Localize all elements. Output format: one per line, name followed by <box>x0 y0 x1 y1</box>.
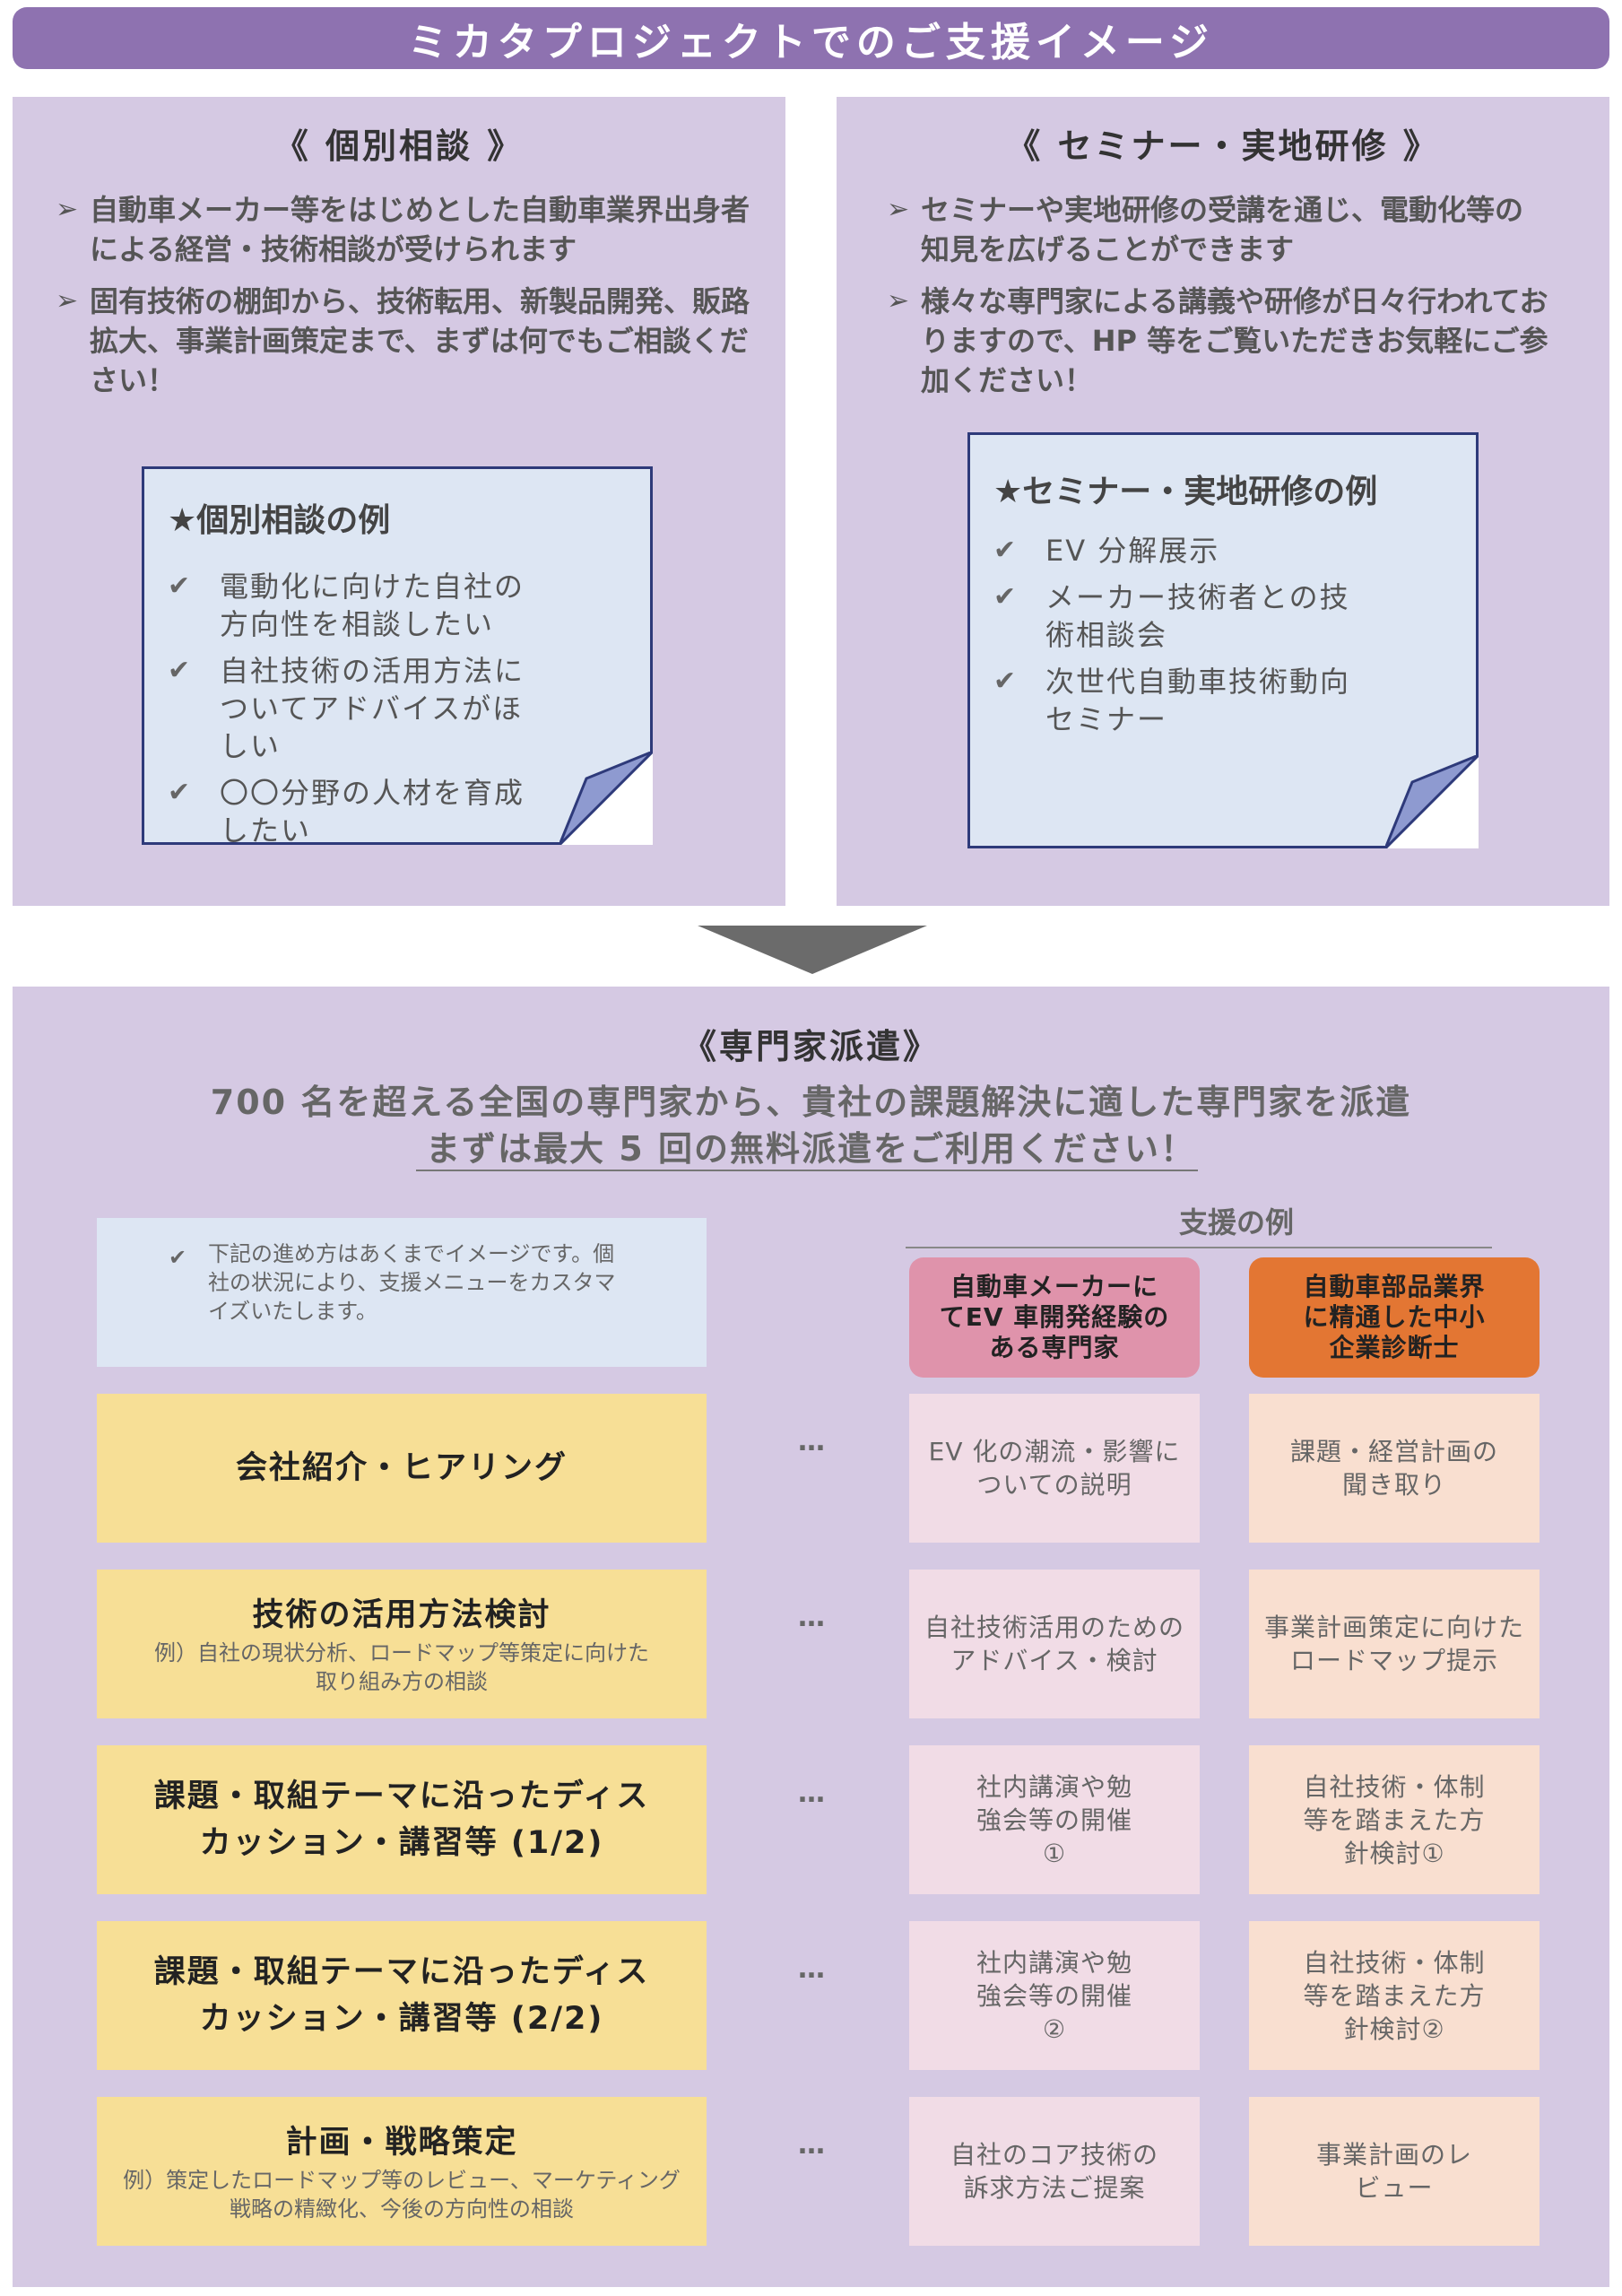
support-examples-divider <box>906 1247 1492 1248</box>
check-icon: ✔ <box>168 570 193 602</box>
connector-dots: … <box>798 1426 827 1457</box>
consult-heading: 《 個別相談 》 <box>273 126 525 166</box>
list-item: ✔次世代自動車技術動向セミナー <box>993 665 1351 736</box>
step-subtitle: 例）策定したロードマップ等のレビュー、マーケティング戦略の精緻化、今後の方向性の… <box>123 2168 681 2222</box>
seminar-bullet: ➢様々な専門家による講義や研修が日々行われておりますので、HP 等をご覧いただき… <box>887 282 1550 400</box>
support-cell: 自社のコア技術の訴求方法ご提案 <box>909 2097 1200 2246</box>
step-title: 計画・戦略策定 <box>285 2125 518 2161</box>
connector-dots: … <box>798 1953 827 1985</box>
list-item: ✔メーカー技術者との技術相談会 <box>993 580 1350 652</box>
step-title: 会社紹介・ヒアリング <box>235 1450 568 1486</box>
seminar-heading: 《 セミナー・実地研修 》 <box>1006 126 1440 166</box>
check-icon: ✔ <box>993 535 1019 566</box>
consult-panel: 《 個別相談 》 ➢自動車メーカー等をはじめとした自動車業界出身者による経営・技… <box>13 97 785 906</box>
seminar-example-note: ★セミナー・実地研修の例 ✔EV 分解展示 ✔メーカー技術者との技術相談会 ✔次… <box>967 432 1479 848</box>
consult-note-list: ✔電動化に向けた自社の方向性を相談したい ✔自社技術の活用方法についてアドバイス… <box>168 568 544 858</box>
seminar-bullet: ➢セミナーや実地研修の受講を通じ、電動化等の知見を広げることができます <box>887 190 1550 269</box>
consult-bullets: ➢自動車メーカー等をはじめとした自動車業界出身者による経営・技術相談が受けられま… <box>56 190 755 413</box>
support-cell: 社内講演や勉強会等の開催② <box>909 1921 1200 2070</box>
check-icon: ✔ <box>168 655 193 686</box>
page-curl-icon <box>1385 755 1479 848</box>
check-icon: ✔ <box>169 1245 187 1270</box>
step-subtitle: 例）自社の現状分析、ロードマップ等策定に向けた取り組み方の相談 <box>154 1640 649 1694</box>
consult-note-heading: ★個別相談の例 <box>168 502 391 539</box>
arrow-right-icon: ➢ <box>887 285 910 317</box>
process-note: ✔ 下記の進め方はあくまでイメージです。個社の状況により、支援メニューをカスタマ… <box>97 1218 707 1367</box>
consult-example-note: ★個別相談の例 ✔電動化に向けた自社の方向性を相談したい ✔自社技術の活用方法に… <box>142 466 653 848</box>
check-icon: ✔ <box>168 777 193 808</box>
step-row: 技術の活用方法検討 例）自社の現状分析、ロードマップ等策定に向けた取り組み方の相… <box>97 1570 707 1718</box>
support-cell: EV 化の潮流・影響についての説明 <box>909 1394 1200 1543</box>
process-note-text: 下記の進め方はあくまでイメージです。個社の状況により、支援メニューをカスタマイズ… <box>208 1241 616 1324</box>
step-row: 課題・取組テーマに沿ったディスカッション・講習等 (1/2) <box>97 1745 707 1894</box>
page-title: ミカタプロジェクトでのご支援イメージ <box>407 19 1215 65</box>
arrow-right-icon: ➢ <box>56 194 79 225</box>
step-title: 課題・取組テーマに沿ったディスカッション・講習等 (2/2) <box>153 1954 650 2037</box>
support-cell: 事業計画のレビュー <box>1249 2097 1540 2246</box>
column-header-sme-consultant: 自動車部品業界に精通した中小企業診断士 <box>1249 1257 1540 1378</box>
dispatch-panel: 《専門家派遣》 700 名を超える全国の専門家から、貴社の課題解決に適した専門家… <box>13 987 1609 2287</box>
arrow-right-icon: ➢ <box>887 194 910 225</box>
title-banner: ミカタプロジェクトでのご支援イメージ <box>13 7 1609 69</box>
support-cell: 自社技術・体制等を踏まえた方針検討② <box>1249 1921 1540 2070</box>
dispatch-lead-2: まずは最大 5 回の無料派遣をご利用ください！ <box>426 1129 1196 1169</box>
page-curl-icon <box>559 752 653 845</box>
list-item: ✔〇〇分野の人材を育成したい <box>168 776 525 848</box>
list-item: ✔電動化に向けた自社の方向性を相談したい <box>168 570 525 641</box>
support-cell: 自社技術・体制等を踏まえた方針検討① <box>1249 1745 1540 1894</box>
consult-bullet: ➢固有技術の棚卸から、技術転用、新製品開発、販路拡大、事業計画策定まで、まずは何… <box>56 282 755 400</box>
connector-dots: … <box>798 1602 827 1633</box>
list-item: ✔EV 分解展示 <box>993 534 1220 568</box>
connector-dots: … <box>798 2129 827 2161</box>
step-title: 課題・取組テーマに沿ったディスカッション・講習等 (1/2) <box>153 1779 650 1861</box>
consult-bullet: ➢自動車メーカー等をはじめとした自動車業界出身者による経営・技術相談が受けられま… <box>56 190 755 269</box>
down-arrow-icon <box>698 926 927 974</box>
support-examples-label: 支援の例 <box>1178 1205 1294 1239</box>
connector-dots: … <box>798 1778 827 1809</box>
support-cell: 課題・経営計画の聞き取り <box>1249 1394 1540 1543</box>
column-header-ev-expert: 自動車メーカーにてEV 車開発経験のある専門家 <box>909 1257 1200 1378</box>
arrow-right-icon: ➢ <box>56 285 79 317</box>
step-title: 技術の活用方法検討 <box>252 1597 551 1633</box>
step-row: 計画・戦略策定 例）策定したロードマップ等のレビュー、マーケティング戦略の精緻化… <box>97 2097 707 2246</box>
seminar-bullets: ➢セミナーや実地研修の受講を通じ、電動化等の知見を広げることができます ➢様々な… <box>887 190 1550 413</box>
check-icon: ✔ <box>993 581 1019 613</box>
support-cell: 事業計画策定に向けたロードマップ提示 <box>1249 1570 1540 1718</box>
check-icon: ✔ <box>993 665 1019 697</box>
seminar-note-list: ✔EV 分解展示 ✔メーカー技術者との技術相談会 ✔次世代自動車技術動向セミナー <box>993 532 1370 747</box>
dispatch-lead-1: 700 名を超える全国の専門家から、貴社の課題解決に適した専門家を派遣 <box>210 1083 1412 1122</box>
seminar-panel: 《 セミナー・実地研修 》 ➢セミナーや実地研修の受講を通じ、電動化等の知見を広… <box>837 97 1609 906</box>
list-item: ✔自社技術の活用方法についてアドバイスがほしい <box>168 654 525 763</box>
dispatch-heading: 《専門家派遣》 <box>681 1027 940 1066</box>
support-cell: 社内講演や勉強会等の開催① <box>909 1745 1200 1894</box>
seminar-note-heading: ★セミナー・実地研修の例 <box>993 474 1378 510</box>
step-row: 課題・取組テーマに沿ったディスカッション・講習等 (2/2) <box>97 1921 707 2070</box>
step-row: 会社紹介・ヒアリング <box>97 1394 707 1543</box>
lead-underline <box>416 1170 1198 1171</box>
support-cell: 自社技術活用のためのアドバイス・検討 <box>909 1570 1200 1718</box>
